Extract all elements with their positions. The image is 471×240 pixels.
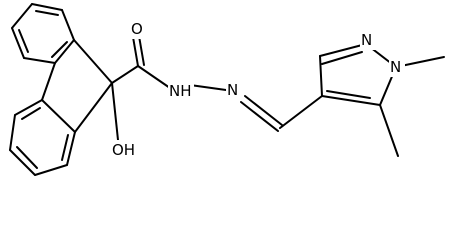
bond-ch-pyrazole (279, 95, 323, 129)
molecule-structure: O NH N N N OH (9, 3, 445, 176)
bond (9, 149, 36, 176)
imine-nitrogen-label: N (227, 81, 238, 99)
bond (61, 9, 75, 41)
bond (11, 27, 25, 59)
bond (31, 3, 63, 11)
bond-c-nh (137, 65, 171, 89)
double-bond-inner (21, 107, 41, 120)
carbonyl-oxygen-label: O (131, 20, 143, 38)
bond (74, 82, 113, 133)
double-bond-co (132, 36, 139, 67)
double-bond-inner (61, 134, 69, 161)
double-bond-inner (35, 10, 59, 16)
bond-c9-carbonyl (111, 65, 139, 84)
hydroxyl-label: OH (112, 141, 135, 159)
bond (319, 55, 323, 97)
lower-benzene-ring (9, 99, 76, 176)
double-bond (319, 43, 367, 57)
bond (23, 57, 56, 64)
bond-c9-hydroxyl (111, 82, 119, 141)
bond (11, 3, 33, 29)
double-bond-co (138, 35, 145, 66)
bond-nh-n (189, 84, 227, 91)
double-bond-inner (51, 41, 68, 58)
double-bond-inner (18, 29, 29, 53)
bond (73, 39, 113, 84)
bond (34, 164, 68, 176)
nh-label: NH (169, 82, 192, 100)
structure-canvas: O NH N N N OH (9, 3, 445, 176)
bond (41, 99, 76, 133)
bond (9, 114, 16, 151)
pyrazole-ring (319, 43, 397, 106)
double-bond (321, 51, 363, 65)
atom-labels: O NH N N N OH (111, 19, 405, 160)
bond (14, 99, 43, 116)
c9-substituents (111, 65, 139, 141)
hydrazone-chain (132, 35, 323, 132)
bond (41, 62, 56, 101)
bond (321, 95, 381, 106)
double-bond-inner (326, 90, 371, 99)
double-bond-n-ch (240, 101, 279, 132)
bond (54, 39, 75, 64)
ring-nitrogen-label: N (361, 31, 372, 49)
double-bond-n-ch (244, 95, 283, 126)
methyl-bond-c (379, 104, 399, 157)
five-membered-ring (41, 39, 113, 133)
bond (66, 131, 76, 166)
double-bond-inner (16, 146, 38, 169)
upper-benzene-ring (11, 3, 75, 64)
methyl-nitrogen-label: N (390, 58, 401, 76)
